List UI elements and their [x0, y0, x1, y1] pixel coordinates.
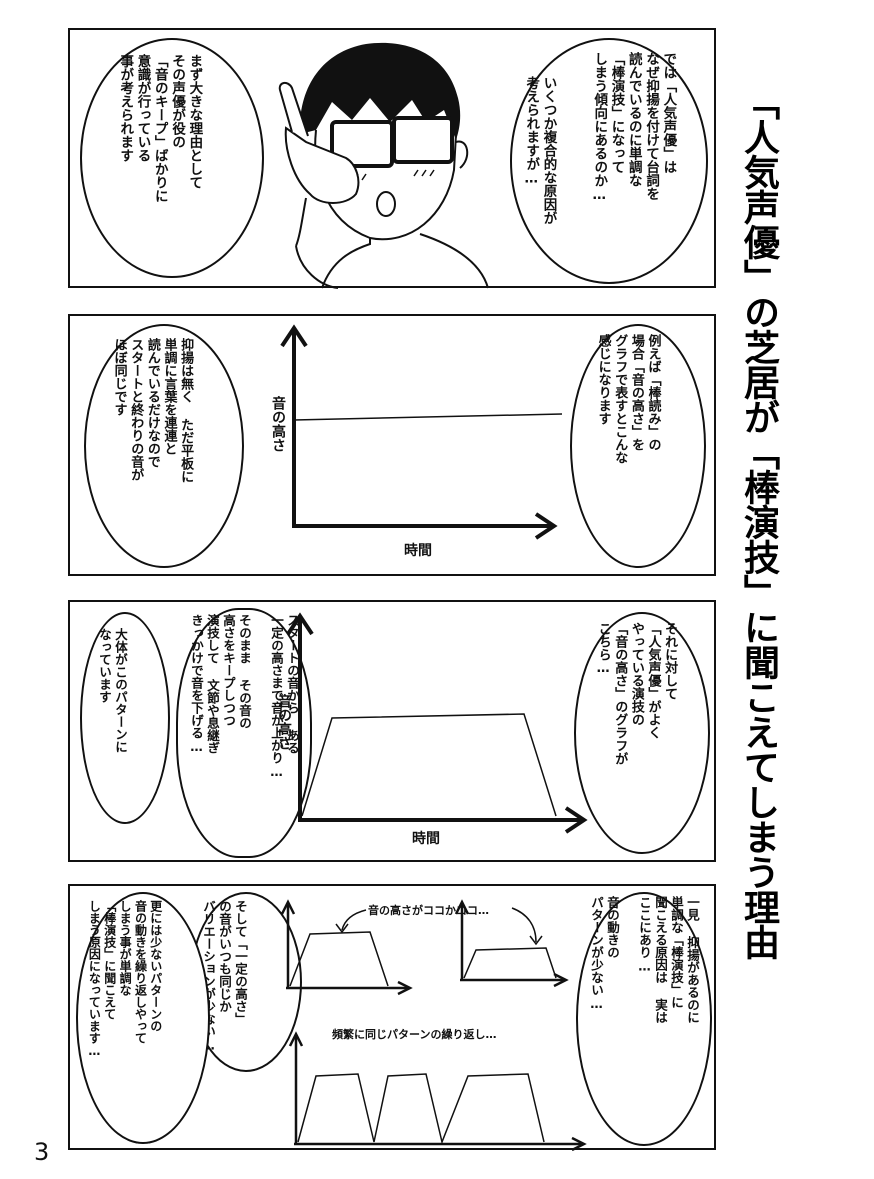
pitch-line — [301, 713, 557, 817]
speech-bubble-left — [84, 324, 244, 568]
panel-1: では「人気声優」は なぜ抑揚を付けて台詞を 読んでいるのに単調な 「棒演技」にな… — [68, 28, 716, 289]
speech-bubble-left — [80, 612, 170, 824]
y-axis-label: 音の高さ — [276, 694, 292, 750]
speech-text-left: 抑揚は無く ただ平板に 単調に言葉を連連と 読んでいるだけなので スタートと終わ… — [111, 338, 194, 483]
speech-bubble-right — [574, 612, 710, 854]
y-axis-label: 音の高さ — [270, 396, 286, 452]
speech-text-right: では「人気声優」は なぜ抑揚を付けて台詞を 読んでいるのに単調な 「棒演技」にな… — [591, 52, 677, 203]
side-title: 「人気声優」の芝居が「棒演技」に聞こえてしまう理由 — [738, 84, 779, 959]
x-axis-label: 時間 — [404, 543, 432, 559]
speech-text-right: 一見 抑揚があるのに 単調な「棒演技」に 聞こえる原因は 実は ここにあり… 音… — [589, 896, 700, 1024]
speech-text-left: まず大きな理由として その声優が役の 「音のキープ」ばかりに 意識が行っている … — [117, 54, 203, 203]
speech-text-right: 例えば「棒読み」の 場合「音の高さ」を グラフで表すとこんな 感じになります — [595, 334, 661, 464]
speech-bubble-mid — [176, 608, 312, 858]
pitch-graphs-repeat — [280, 899, 587, 1152]
note-bottom: 頻繁に同じパターンの繰り返し… — [332, 1028, 497, 1041]
page-number: 3 — [34, 1138, 50, 1166]
speech-text-mid: スタートの音から ある 一定の高さまで音が上がり… そのまま その音の 高さをキ… — [189, 614, 300, 779]
panel-4: 一見 抑揚があるのに 単調な「棒演技」に 聞こえる原因は 実は ここにあり… 音… — [68, 884, 716, 1152]
pitch-line — [293, 413, 563, 421]
pitch-graph-plateau — [286, 612, 588, 834]
character-illustration — [278, 42, 489, 289]
speech-text-right: それに対して 「人気声優」がよく やっている演技の 「音の高さ」のグラフが こち… — [595, 622, 678, 765]
panel-3: それに対して 「人気声優」がよく やっている演技の 「音の高さ」のグラフが こち… — [68, 600, 716, 862]
speech-text-left: 大体がこのパターンに なっています — [97, 628, 128, 753]
x-axis-label: 時間 — [412, 831, 440, 847]
speech-text-left: 更には少ないパターンの 音の動きを繰り返しやって しまう事が単調な 「棒演技」に… — [87, 900, 163, 1058]
speech-bubble-left — [76, 892, 210, 1144]
speech-bubble-right — [510, 38, 708, 284]
speech-bubble-right — [570, 324, 706, 568]
panel-2: 例えば「棒読み」の 場合「音の高さ」を グラフで表すとこんな 感じになります 抑… — [68, 314, 716, 576]
speech-bubble-right — [576, 892, 712, 1146]
speech-text-right-sub: いくつか複合的な原因が 考えられますが… — [523, 76, 557, 225]
speech-bubble-left — [80, 38, 264, 278]
pitch-graph-flat — [280, 324, 563, 540]
